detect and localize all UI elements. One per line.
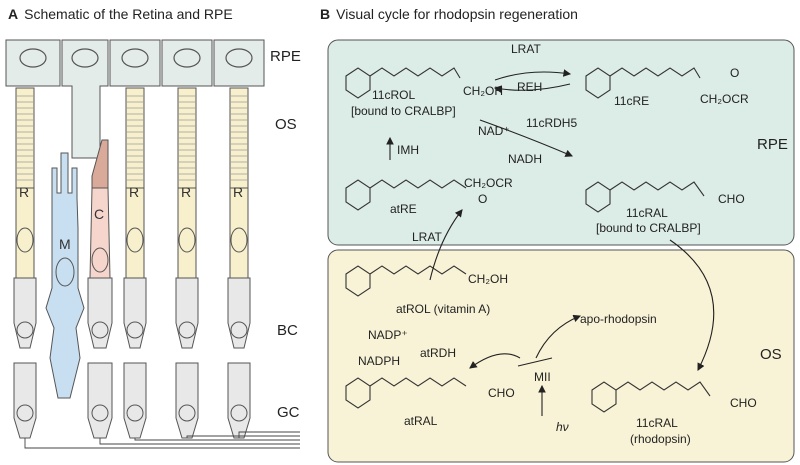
layer-label-rpe: RPE [270,48,301,65]
rod-label-3: R [181,184,192,200]
cone-label: C [94,206,105,222]
panel-b-letter: B [320,6,331,22]
label-nad: NAD⁺ [478,124,510,138]
label-11cre: 11cRE [614,94,650,108]
rod-cell-2 [125,87,145,279]
compartment-label-rpe: RPE [757,136,788,153]
compartment-label-os: OS [760,346,782,363]
cone-cell [89,139,111,279]
rod-label-2: R [129,184,140,200]
label-ch2ocr-2: CH₂OCR [464,176,513,190]
arrow-lrat-mid [429,209,463,281]
muller-cell [45,152,85,399]
label-cho-1: CHO [718,192,745,206]
layer-label-os: OS [275,116,297,133]
arrow-reh [493,83,571,93]
arrow-atrdh [517,357,553,367]
arrow-rdh5 [479,119,574,157]
muller-label: M [59,236,71,252]
label-11crol-note: [bound to CRALBP] [351,104,456,118]
label-11crdh5: 11cRDH5 [526,116,578,130]
panel-a-title-text: Schematic of the Retina and RPE [24,6,233,22]
label-ch2ocr-1: CH₂OCR [700,92,749,106]
molecule-atrol [345,265,467,297]
rod-label-1: R [19,184,30,200]
ganglion-cells [13,362,251,439]
label-imh: IMH [397,143,419,157]
molecule-atre [345,179,467,211]
rod-label-4: R [233,184,244,200]
molecule-11cre [585,67,701,99]
label-mii: MII [534,370,551,384]
panel-b-title-text: Visual cycle for rhodopsin regeneration [336,6,578,22]
label-cho-3: CHO [730,396,757,410]
rpe-compartment [327,39,795,246]
arrow-cral-to-os [669,239,715,371]
os-compartment [327,249,795,463]
rpe-layer [5,39,265,159]
label-lrat-mid: LRAT [412,230,442,244]
rod-cell-4 [229,87,249,279]
molecule-atral [345,377,467,409]
label-nadph: NADPH [358,354,401,368]
label-atrdh: atRDH [420,346,457,360]
label-o-2: O [478,192,488,206]
visual-cycle-diagram [327,39,795,463]
molecule-11crol [345,67,461,99]
panel-a-title: A Schematic of the Retina and RPE [8,6,233,22]
bipolar-cells [13,277,251,349]
panel-b-title: B Visual cycle for rhodopsin regeneration [320,6,578,22]
label-cho-2: CHO [488,386,515,400]
retina-schematic [5,39,300,449]
label-lrat-top: LRAT [511,42,541,56]
molecule-11cral-os [591,381,711,413]
molecule-11cral-rpe [585,181,705,213]
label-atrol: atROL (vitamin A) [396,302,491,316]
label-atre: atRE [390,202,417,216]
label-11cral-rpe-note: [bound to CRALBP] [596,221,701,235]
arrow-mii-to-apo [535,314,582,359]
label-hv: hν [556,420,569,434]
label-o-1: O [730,66,740,80]
rod-cell-1 [15,87,35,279]
label-apo-rhodopsin: apo-rhodopsin [580,312,657,326]
label-11cral-os-note: (rhodopsin) [630,432,691,446]
arrow-mii-to-atral [469,353,521,369]
label-atral: atRAL [404,414,438,428]
label-ch2oh-2: CH₂OH [468,272,508,286]
panel-a-letter: A [8,6,19,22]
label-nadp: NADP⁺ [368,328,408,342]
label-ch2oh-1: CH₂OH [463,84,503,98]
layer-label-gc: GC [277,404,300,421]
arrow-lrat-top [494,69,572,81]
label-11cral-os: 11cRAL [636,416,678,430]
label-reh: REH [517,80,543,94]
label-11cral-rpe: 11cRAL [626,206,668,220]
label-nadh: NADH [508,152,543,166]
label-11crol: 11cROL [372,88,416,102]
layer-label-bc: BC [277,322,298,339]
rod-cell-3 [177,87,197,279]
